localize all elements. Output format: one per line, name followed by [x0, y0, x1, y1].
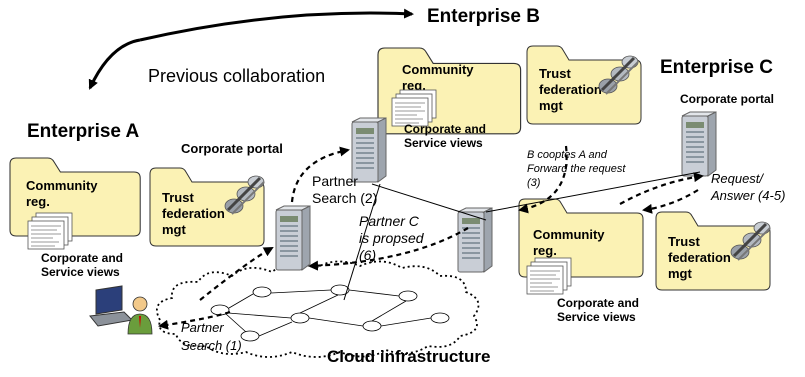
community-folder-b: Community reg.: [377, 47, 522, 135]
coopts-line1: B cooptes A and: [527, 149, 608, 161]
previous-collab-arrow-right: [139, 8, 414, 42]
trust-c-line2: federation: [668, 250, 731, 265]
user-icon: [127, 296, 153, 335]
trust-a-line2: federation: [162, 206, 225, 221]
trust-b-line1: Trust: [539, 66, 571, 81]
coopts-line3: (3): [527, 177, 541, 189]
cloud-infrastructure: [156, 260, 480, 358]
community-c-label-line2: reg.: [533, 243, 557, 258]
request-line2: Answer (4-5): [710, 188, 785, 203]
community-a-label-line2: reg.: [26, 194, 50, 209]
community-folder-c: Community reg.: [518, 198, 644, 278]
community-c-label-line1: Community: [533, 227, 605, 242]
views-a-line1: Corporate and: [41, 251, 123, 265]
doc-stack-icon-b: [391, 89, 437, 127]
answer-arrow: [642, 189, 699, 214]
partner-search-2-line2: Search (2): [312, 190, 377, 206]
previous-collab-arrow-down: [88, 38, 141, 90]
trust-b-line2: federation: [539, 82, 602, 97]
trust-folder-b: Trust federation mgt: [526, 45, 642, 125]
portal-a-label: Corporate portal: [181, 141, 283, 156]
trust-b-line3: mgt: [539, 98, 564, 113]
views-b-line1: Corporate and: [404, 122, 486, 136]
partner-c-proposed-arrow: [308, 227, 469, 271]
enterprise-c-title: Enterprise C: [660, 57, 773, 78]
portal-c-label: Corporate portal: [680, 92, 774, 106]
trust-folder-c: Trust federation mgt: [655, 211, 771, 291]
coopts-line2: Forward the request: [527, 163, 626, 175]
partner-search-2-arrow: [290, 146, 350, 203]
proposed-line3: (6): [359, 247, 376, 263]
link-b-to-c-cloud: [371, 183, 487, 221]
link-c-cloud-to-c-portal: [485, 171, 701, 213]
community-a-label-line1: Community: [26, 178, 98, 193]
community-b-label-line2: reg.: [402, 78, 426, 93]
trust-a-line1: Trust: [162, 190, 194, 205]
views-a-line2: Service views: [41, 265, 120, 279]
proposed-line1: Partner C: [359, 213, 420, 229]
community-folder-a: Community reg.: [9, 157, 141, 237]
trust-c-line3: mgt: [668, 266, 693, 281]
previous-collaboration-label: Previous collaboration: [148, 66, 325, 86]
views-c-line2: Service views: [557, 310, 636, 324]
trust-folder-a: Trust federation mgt: [149, 167, 265, 247]
request-arrow: [619, 172, 704, 205]
partner-search-2-line1: Partner: [312, 173, 358, 189]
server-icon-a: [275, 205, 311, 271]
enterprise-a-title: Enterprise A: [27, 121, 140, 142]
proposed-line2: is propsed: [359, 230, 425, 246]
server-icon-c-portal: [681, 111, 717, 177]
partner-search-1-arrow: [158, 310, 231, 330]
partner-search-1-line1: Partner: [181, 320, 224, 335]
partner-search-1-line2: Search (1): [181, 338, 242, 353]
doc-stack-icon-a: [27, 212, 73, 250]
doc-stack-icon-c: [526, 257, 572, 295]
coopts-forward-arrow: [518, 145, 568, 214]
cloud-infrastructure-label: Cloud infrastructure: [327, 347, 490, 366]
server-icon-c-cloud: [457, 207, 493, 273]
request-line1: Request/: [711, 171, 764, 186]
trust-c-line1: Trust: [668, 234, 700, 249]
community-b-label-line1: Community: [402, 62, 474, 77]
cloud-to-portal-a-arrow: [199, 247, 274, 301]
enterprise-b-title: Enterprise B: [427, 6, 540, 27]
views-c-line1: Corporate and: [557, 296, 639, 310]
laptop-icon: [89, 285, 134, 327]
link-b-to-cloud: [343, 183, 381, 301]
views-b-line2: Service views: [404, 136, 483, 150]
trust-a-line3: mgt: [162, 222, 187, 237]
